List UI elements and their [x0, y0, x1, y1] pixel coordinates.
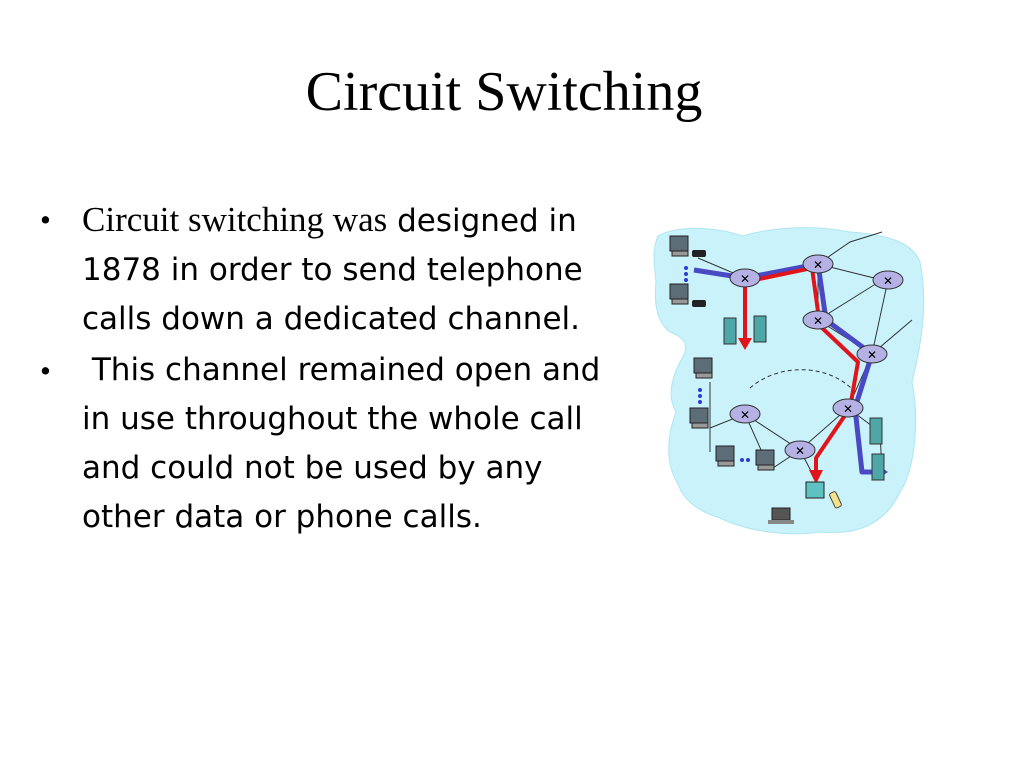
slide-title: Circuit Switching	[305, 61, 703, 123]
router-icon: ✕	[784, 440, 816, 460]
router-icon: ✕	[872, 270, 904, 290]
computer-icon	[715, 445, 735, 467]
bullet-dot: •	[40, 353, 51, 388]
telephone-icon	[692, 300, 706, 307]
red-arrowhead	[809, 470, 823, 484]
computer-icon	[689, 407, 709, 429]
svg-text:✕: ✕	[740, 272, 750, 286]
router-icon: ✕	[856, 344, 888, 364]
svg-text:✕: ✕	[795, 444, 805, 458]
router-icon: ✕	[832, 398, 864, 418]
server-icon	[723, 317, 737, 345]
computers	[669, 235, 775, 471]
computer-icon	[669, 283, 689, 305]
telephones	[692, 250, 706, 307]
svg-text:✕: ✕	[883, 274, 893, 288]
telephone-icon	[692, 250, 706, 257]
bullet-2-text: This channel remained open and in use th…	[82, 352, 601, 535]
computer-icon	[755, 449, 775, 471]
red-arrowhead-top	[738, 338, 752, 350]
svg-text:✕: ✕	[867, 348, 877, 362]
ellipsis-dots	[684, 266, 750, 462]
bullet-item-2: • This channel remained open and in use …	[40, 346, 610, 542]
network-diagram: ✕ ✕ ✕ ✕ ✕ ✕ ✕ ✕	[653, 227, 925, 535]
bullet-1-lead: Circuit switching was	[82, 200, 388, 239]
svg-text:✕: ✕	[813, 314, 823, 328]
svg-text:✕: ✕	[843, 402, 853, 416]
bullet-dot: •	[40, 202, 51, 237]
computer-icon	[693, 357, 713, 379]
laptop-icon	[768, 507, 794, 524]
destination-box	[805, 481, 825, 499]
computer-icon	[669, 235, 689, 257]
server-icon	[871, 453, 885, 481]
bullet-list: • Circuit switching was designed in 1878…	[40, 195, 610, 542]
routers: ✕ ✕ ✕ ✕ ✕ ✕ ✕ ✕	[729, 254, 904, 460]
svg-text:✕: ✕	[813, 258, 823, 272]
svg-text:✕: ✕	[740, 408, 750, 422]
router-icon: ✕	[729, 404, 761, 424]
server-icon	[869, 417, 883, 445]
router-icon: ✕	[802, 310, 834, 330]
bullet-1-text: designed in 1878 in order to send teleph…	[82, 203, 583, 337]
servers	[723, 315, 885, 481]
router-icon: ✕	[802, 254, 834, 274]
bullet-item-1: • Circuit switching was designed in 1878…	[40, 195, 610, 344]
wireless-phone-icon	[829, 491, 842, 509]
router-icon: ✕	[729, 268, 761, 288]
server-icon	[753, 315, 767, 343]
